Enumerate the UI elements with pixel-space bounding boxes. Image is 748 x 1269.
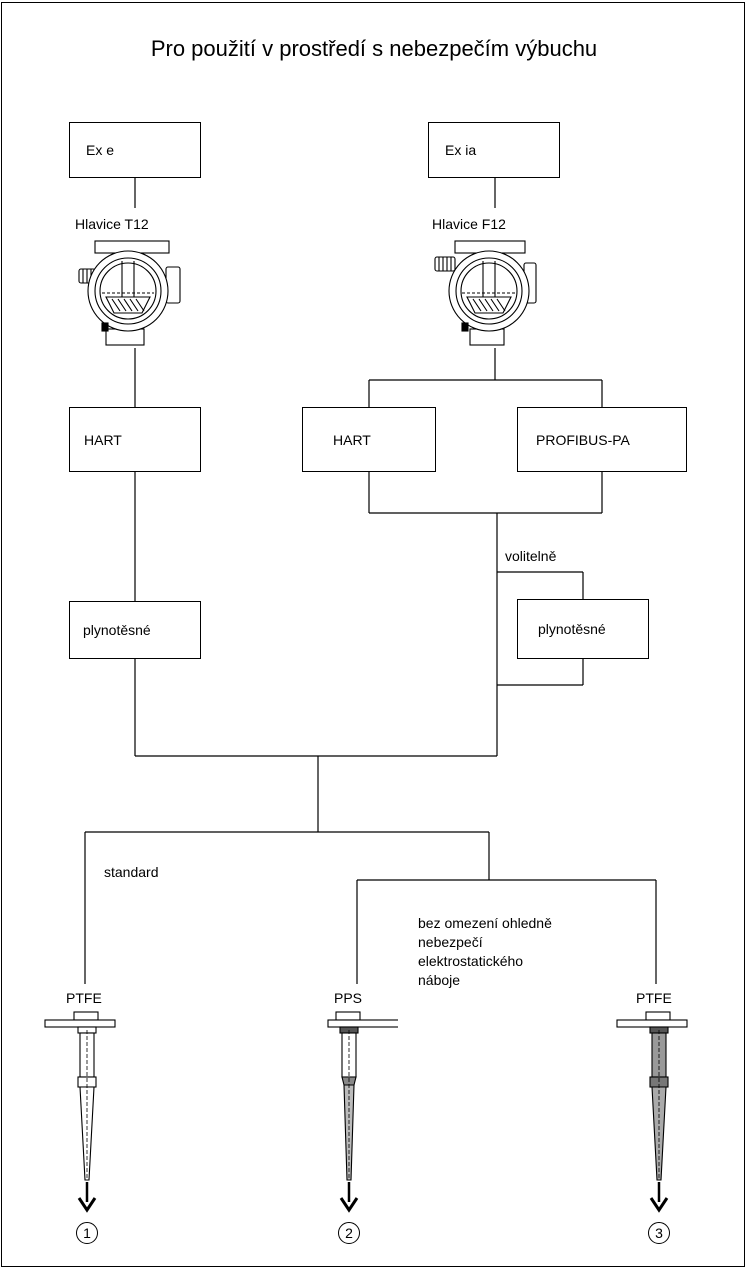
gastight-left-box: plynotěsné bbox=[69, 601, 201, 659]
standard-label: standard bbox=[104, 864, 159, 880]
hart-right-label: HART bbox=[333, 431, 371, 448]
rod-ptfe-esd bbox=[616, 1011, 688, 1213]
esd-note-line: nebezpečí bbox=[418, 934, 483, 950]
rod-pps bbox=[327, 1011, 398, 1213]
gastight-left-label: plynotěsné bbox=[83, 622, 151, 638]
ex-ia-label: Ex ia bbox=[445, 142, 477, 158]
ex-e-label: Ex e bbox=[86, 142, 115, 158]
rod-2-label: PPS bbox=[334, 990, 363, 1006]
profibus-label: PROFIBUS-PA bbox=[536, 431, 630, 448]
optional-label: volitelně bbox=[505, 548, 557, 564]
marker-2: 2 bbox=[338, 1222, 360, 1244]
marker-3: 3 bbox=[648, 1222, 670, 1244]
ex-e-box: Ex e bbox=[69, 122, 201, 178]
esd-note-line: náboje bbox=[418, 972, 461, 988]
housing-t12-illustration bbox=[78, 240, 181, 346]
rod-ptfe-standard bbox=[44, 1011, 116, 1213]
ex-ia-box: Ex ia bbox=[428, 122, 560, 178]
esd-note-line: elektrostatického bbox=[418, 953, 524, 969]
rod-1-label: PTFE bbox=[66, 990, 102, 1006]
gastight-right-label: plynotěsné bbox=[538, 621, 606, 637]
marker-1: 1 bbox=[76, 1222, 98, 1244]
hart-right-box: HART bbox=[302, 407, 436, 472]
housing-f12-label: Hlavice F12 bbox=[432, 216, 506, 232]
rod-3-label: PTFE bbox=[636, 990, 672, 1006]
hart-left-box: HART bbox=[69, 407, 201, 472]
housing-t12-label: Hlavice T12 bbox=[75, 216, 149, 232]
hart-left-label: HART bbox=[84, 431, 122, 448]
housing-f12-illustration bbox=[434, 240, 537, 346]
gastight-right-box: plynotěsné bbox=[517, 599, 649, 659]
profibus-box: PROFIBUS-PA bbox=[517, 407, 687, 472]
esd-note-line: bez omezení ohledně bbox=[418, 915, 552, 931]
page-title: Pro použití v prostředí s nebezpečím výb… bbox=[150, 36, 598, 61]
esd-note: bez omezení ohledně nebezpečí elektrosta… bbox=[418, 914, 552, 990]
